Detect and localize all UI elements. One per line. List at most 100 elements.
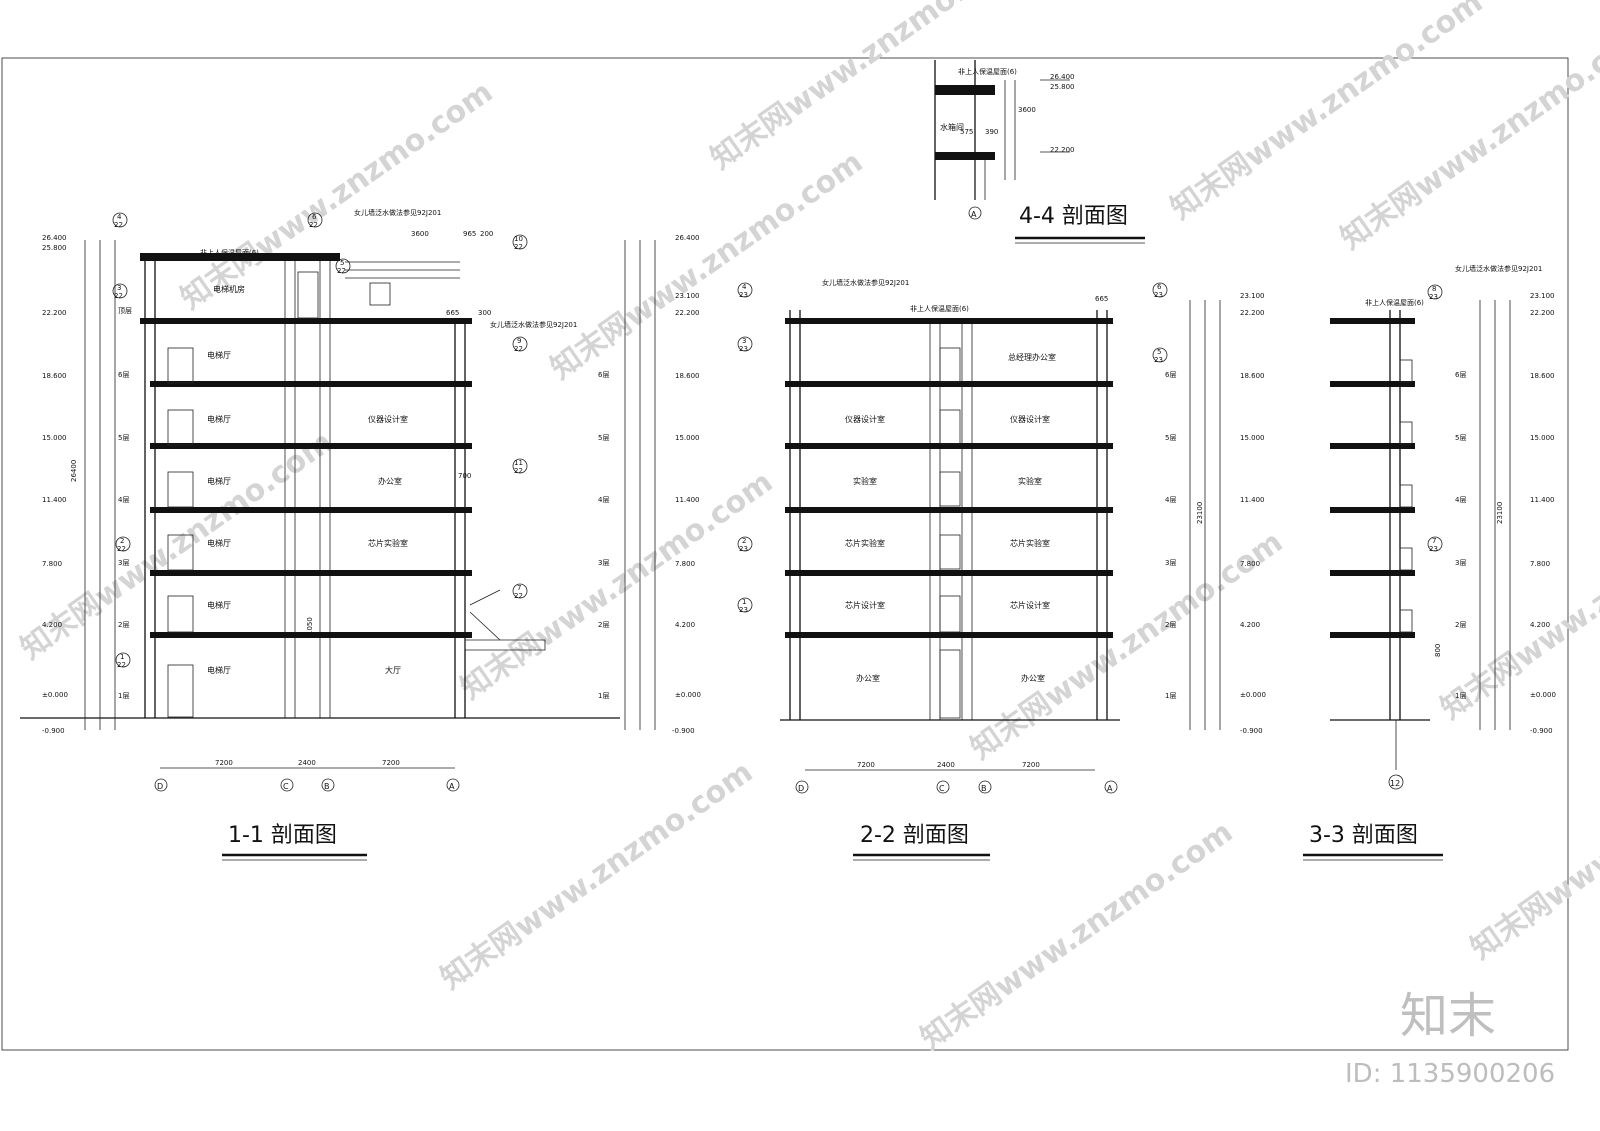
floor-3: 3层 bbox=[118, 559, 129, 567]
elev-minus-900: -0.900 bbox=[42, 727, 65, 735]
svg-text:6: 6 bbox=[312, 213, 317, 221]
image-id: ID: 1135900206 bbox=[1345, 1059, 1555, 1089]
svg-text:23: 23 bbox=[739, 545, 748, 553]
elev-r-4200: 4.200 bbox=[675, 621, 695, 629]
svg-text:23: 23 bbox=[1154, 356, 1163, 364]
section-3-3: 12 非上人保温屋面(6) 女儿墙泛水做法参见92J201 800 823 72… bbox=[1303, 264, 1556, 861]
floor22-3: 3层 bbox=[1165, 559, 1176, 567]
room-lobby-2: 电梯厅 bbox=[207, 600, 231, 610]
watermark-text: 知末网www.znzmo.com bbox=[1435, 485, 1600, 727]
room-lobby-1: 电梯厅 bbox=[207, 665, 231, 675]
floor-5: 5层 bbox=[118, 434, 129, 442]
watermark-text: 知末网www.znzmo.com bbox=[545, 145, 870, 387]
room-lobby-5: 电梯厅 bbox=[207, 414, 231, 424]
drawing-frame bbox=[1, 57, 1569, 1051]
svg-text:9: 9 bbox=[517, 337, 521, 345]
span-c-b: 2400 bbox=[298, 759, 316, 767]
section-1-1: 电梯机房 电梯厅 电梯厅 电梯厅 电梯厅 电梯厅 电梯厅 仪器设计室 办公室 芯… bbox=[20, 208, 701, 861]
elev-r-0: ±0.000 bbox=[675, 691, 701, 699]
svg-text:22: 22 bbox=[514, 467, 523, 475]
elev-r-7800: 7.800 bbox=[675, 560, 695, 568]
room-office-right: 办公室 bbox=[1021, 673, 1045, 683]
elev22-18600: 18.600 bbox=[1240, 372, 1265, 380]
roof-note-2-2: 非上人保温屋面(6) bbox=[910, 304, 969, 313]
floor-r-2: 2层 bbox=[598, 621, 609, 629]
elev-r-26400: 26.400 bbox=[675, 234, 700, 242]
elev-25800: 25.800 bbox=[42, 244, 67, 252]
floor33-6: 6层 bbox=[1455, 371, 1466, 379]
elev22-4200: 4.200 bbox=[1240, 621, 1260, 629]
elevations-right-1-1: 26.400 23.100 22.200 18.600 15.000 11.40… bbox=[598, 234, 701, 735]
title-2-2: 2-2 剖面图 bbox=[860, 823, 969, 848]
elev33-minus-900: -0.900 bbox=[1530, 727, 1553, 735]
elev22-11400: 11.400 bbox=[1240, 496, 1265, 504]
elev33-15000: 15.000 bbox=[1530, 434, 1555, 442]
room-chip-design-right: 芯片设计室 bbox=[1010, 600, 1050, 610]
span22-d-c: 7200 bbox=[857, 761, 875, 769]
elevations-right-2-2: 23.100 22.200 18.600 15.000 11.400 7.800… bbox=[1165, 292, 1266, 735]
floor22-1: 1层 bbox=[1165, 692, 1176, 700]
axis-d: D bbox=[157, 782, 163, 791]
svg-text:8: 8 bbox=[1432, 285, 1436, 293]
elev33-11400: 11.400 bbox=[1530, 496, 1555, 504]
room-chip-lab-1-1: 芯片实验室 bbox=[368, 538, 408, 548]
watermark-layer: 知末网www.znzmo.com 知末网www.znzmo.com 知末网www.z… bbox=[15, 0, 1600, 1057]
parapet-note-1: 女儿墙泛水做法参见92J201 bbox=[354, 208, 441, 217]
svg-text:4: 4 bbox=[117, 213, 122, 221]
axis-12-bubble bbox=[1388, 774, 1404, 790]
svg-text:23: 23 bbox=[1154, 291, 1163, 299]
roof-note-1-1: 非上人保温屋面(6) bbox=[200, 248, 259, 257]
svg-text:22: 22 bbox=[114, 292, 123, 300]
room-instr-left: 仪器设计室 bbox=[845, 414, 885, 424]
room-hall: 大厅 bbox=[385, 665, 401, 675]
elev-7800: 7.800 bbox=[42, 560, 62, 568]
elev-r-18600: 18.600 bbox=[675, 372, 700, 380]
elev33-4200: 4.200 bbox=[1530, 621, 1550, 629]
elev-11400: 11.400 bbox=[42, 496, 67, 504]
axis-c: C bbox=[283, 782, 289, 791]
room-lab-right: 实验室 bbox=[1018, 476, 1042, 486]
svg-text:3: 3 bbox=[117, 284, 121, 292]
dim-665-b: 665 bbox=[1095, 295, 1108, 303]
roof-note-4-4: 非上人保温屋面(6) bbox=[958, 67, 1017, 76]
elev22-23100: 23.100 bbox=[1240, 292, 1265, 300]
elev-r-minus-900: -0.900 bbox=[672, 727, 695, 735]
svg-text:1: 1 bbox=[742, 598, 746, 606]
floor33-3: 3层 bbox=[1455, 559, 1466, 567]
roof-note-3-3: 非上人保温屋面(6) bbox=[1365, 298, 1424, 307]
floor-2: 2层 bbox=[118, 621, 129, 629]
elev-r-15000: 15.000 bbox=[675, 434, 700, 442]
svg-text:7: 7 bbox=[1432, 537, 1436, 545]
room-instrument-design: 仪器设计室 bbox=[368, 414, 408, 424]
span-b-a: 7200 bbox=[382, 759, 400, 767]
elev-4-4-22200: 22.200 bbox=[1050, 146, 1075, 154]
elev33-22200: 22.200 bbox=[1530, 309, 1555, 317]
svg-text:23: 23 bbox=[739, 606, 748, 614]
room-chip-lab-left: 芯片实验室 bbox=[845, 538, 885, 548]
floor-4: 4层 bbox=[118, 496, 129, 504]
svg-text:22: 22 bbox=[117, 661, 126, 669]
svg-text:22: 22 bbox=[514, 243, 523, 251]
axis-a: A bbox=[449, 782, 455, 791]
elev-22200: 22.200 bbox=[42, 309, 67, 317]
svg-text:22: 22 bbox=[309, 221, 318, 229]
floor33-4: 4层 bbox=[1455, 496, 1466, 504]
svg-text:5: 5 bbox=[1157, 348, 1161, 356]
room-lobby-6: 电梯厅 bbox=[207, 350, 231, 360]
svg-text:10: 10 bbox=[514, 235, 523, 243]
svg-text:22: 22 bbox=[117, 545, 126, 553]
floor22-5: 5层 bbox=[1165, 434, 1176, 442]
room-lobby-3: 电梯厅 bbox=[207, 538, 231, 548]
floor-1: 1层 bbox=[118, 692, 129, 700]
watermark-text: 知末网www.znzmo.com bbox=[455, 465, 780, 707]
axis22-b: B bbox=[981, 784, 987, 793]
axis-bubbles-1-1: D C B A bbox=[154, 778, 460, 792]
floor22-2: 2层 bbox=[1165, 621, 1176, 629]
watermark-text: 知末网www.znzmo.com bbox=[435, 755, 760, 997]
span-d-c: 7200 bbox=[215, 759, 233, 767]
svg-text:4: 4 bbox=[742, 283, 747, 291]
axis22-c: C bbox=[939, 784, 945, 793]
axis22-a: A bbox=[1107, 784, 1113, 793]
room-office-1-1: 办公室 bbox=[378, 476, 402, 486]
